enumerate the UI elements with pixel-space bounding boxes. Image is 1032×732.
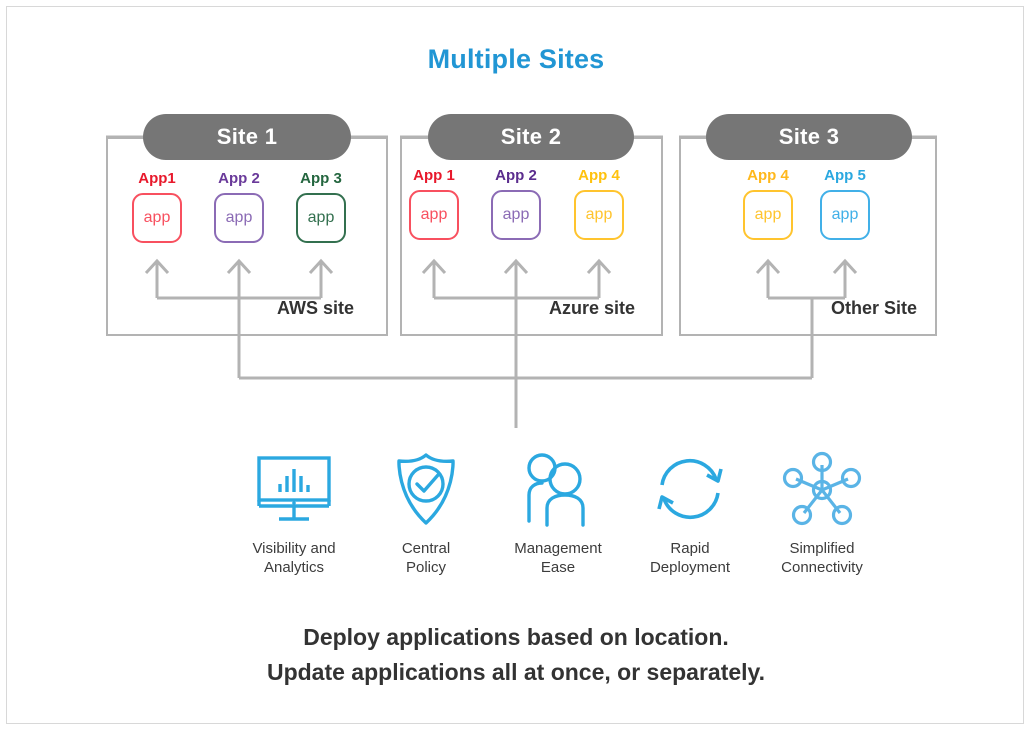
caption-line-2: Update applications all at once, or sepa… xyxy=(266,658,766,685)
site-title-2: Site 2 xyxy=(500,124,562,149)
app-card-site1-2[interactable]: App 3 app xyxy=(293,170,349,243)
hub-spoke-network-icon xyxy=(780,448,864,532)
app-box-text: app xyxy=(420,206,448,223)
site-tag-3: Other Site xyxy=(831,298,918,318)
benefit-label: Visibility and Analytics xyxy=(252,540,335,578)
monitor-analytics-icon xyxy=(251,448,337,532)
benefit-rapid-deployment[interactable]: Rapid Deployment xyxy=(624,448,756,578)
app-card-site1-0[interactable]: App1 app xyxy=(129,170,185,243)
app-icon-box: app xyxy=(214,193,264,243)
benefit-label: Simplified Connectivity xyxy=(781,540,863,578)
benefit-label-line2: Ease xyxy=(540,558,576,576)
site-pill-2[interactable]: Site 2 xyxy=(428,114,634,160)
benefits-row: Visibility and Analytics Central Policy xyxy=(228,448,888,578)
benefit-label: Rapid Deployment xyxy=(650,540,730,578)
app-label: App 4 xyxy=(578,167,620,184)
app-card-site3-0[interactable]: App 4 app xyxy=(740,167,796,240)
page-title: Multiple Sites xyxy=(427,44,605,74)
circular-arrows-icon xyxy=(650,448,730,532)
app-card-site2-0[interactable]: App 1 app xyxy=(406,167,462,240)
app-icon-box: app xyxy=(296,193,346,243)
shield-check-icon xyxy=(389,448,463,532)
app-icon-box: app xyxy=(743,190,793,240)
app-label: App 2 xyxy=(495,167,537,184)
benefit-label-line1: Simplified xyxy=(789,540,855,557)
two-people-icon xyxy=(515,448,601,532)
app-box-text: app xyxy=(502,206,530,223)
app-label: App1 xyxy=(138,170,176,187)
benefit-label: Management Ease xyxy=(514,540,602,578)
app-icon-box: app xyxy=(491,190,541,240)
app-label: App 3 xyxy=(300,170,342,187)
benefit-label-line2: Analytics xyxy=(263,558,324,576)
site-pill-1[interactable]: Site 1 xyxy=(143,114,351,160)
benefit-label-line2: Policy xyxy=(405,558,446,576)
benefit-label-line2: Deployment xyxy=(649,558,731,576)
app-label: App 2 xyxy=(218,170,260,187)
benefit-central-policy[interactable]: Central Policy xyxy=(360,448,492,578)
app-card-site2-1[interactable]: App 2 app xyxy=(488,167,544,240)
app-icon-box: app xyxy=(132,193,182,243)
benefit-visibility-analytics[interactable]: Visibility and Analytics xyxy=(228,448,360,578)
app-box-text: app xyxy=(307,209,335,226)
app-box-text: app xyxy=(143,209,171,226)
benefit-label-line1: Visibility and xyxy=(252,540,336,557)
app-box-text: app xyxy=(585,206,613,223)
app-label: App 4 xyxy=(747,167,789,184)
site-title-3: Site 3 xyxy=(778,124,840,149)
benefit-label-line2: Connectivity xyxy=(781,558,863,576)
app-icon-box: app xyxy=(409,190,459,240)
caption-line-1: Deploy applications based on location. xyxy=(303,624,729,650)
app-box-text: app xyxy=(754,206,782,223)
app-label: App 1 xyxy=(413,167,455,184)
benefit-simplified-connectivity[interactable]: Simplified Connectivity xyxy=(756,448,888,578)
benefit-label-line1: Rapid xyxy=(670,540,710,557)
app-box-text: app xyxy=(831,206,859,223)
app-icon-box: app xyxy=(820,190,870,240)
site-tag-1: AWS site xyxy=(277,298,355,318)
app-box-text: app xyxy=(225,209,253,226)
benefit-management-ease[interactable]: Management Ease xyxy=(492,448,624,578)
app-label: App 5 xyxy=(824,167,866,184)
app-card-site3-1[interactable]: App 5 app xyxy=(817,167,873,240)
site-title-1: Site 1 xyxy=(216,124,278,149)
app-card-site1-1[interactable]: App 2 app xyxy=(211,170,267,243)
site-pill-3[interactable]: Site 3 xyxy=(706,114,912,160)
benefit-label-line1: Management xyxy=(514,540,602,557)
benefit-label-line1: Central xyxy=(401,540,451,557)
caption-block: Deploy applications based on location. U… xyxy=(0,620,1032,689)
site-tag-2: Azure site xyxy=(549,298,636,318)
app-card-site2-2[interactable]: App 4 app xyxy=(571,167,627,240)
benefit-label: Central Policy xyxy=(402,540,450,578)
app-icon-box: app xyxy=(574,190,624,240)
